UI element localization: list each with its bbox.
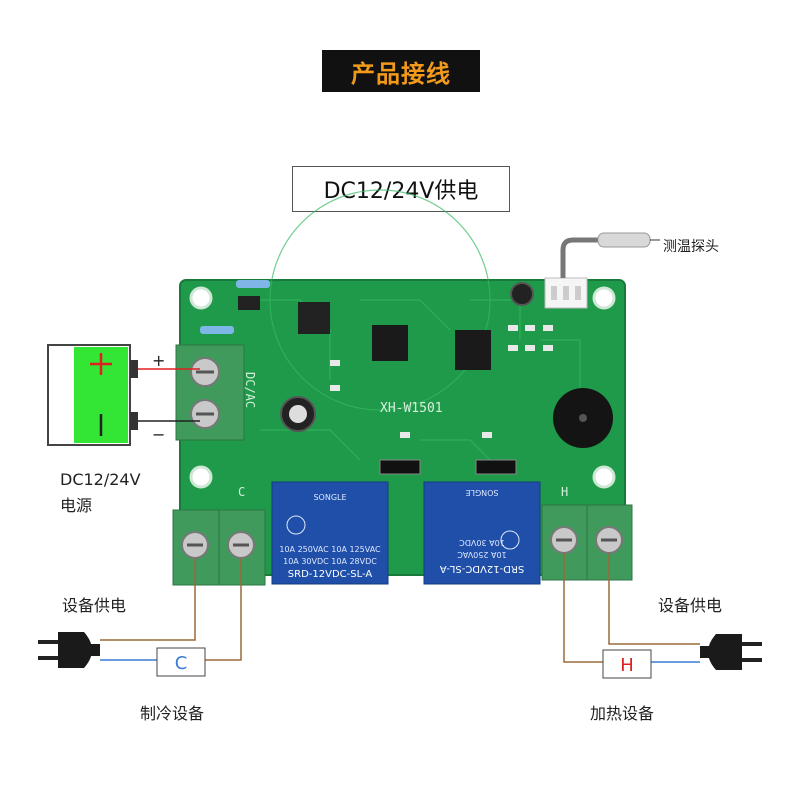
- heating-device-label: 加热设备: [590, 704, 655, 723]
- relay-right-line1: SRD-12VDC-SL-A: [440, 563, 525, 574]
- page-title: 产品接线: [322, 50, 480, 92]
- relay-heating: SRD-12VDC-SL-A 10A 250VAC 10A 30VDC SONG…: [423, 481, 541, 585]
- right-plug-icon: [700, 634, 762, 670]
- cooling-device-label: 制冷设备: [140, 704, 205, 723]
- battery-plus-text: +: [152, 351, 165, 370]
- probe-label: 测温探头: [663, 239, 719, 255]
- relay-left-line3: 10A 30VDC 10A 28VDC: [283, 557, 377, 566]
- left-plug-icon: [38, 632, 100, 668]
- board-port-h-text: H: [561, 485, 568, 499]
- relay-left-line2: 10A 250VAC 10A 125VAC: [279, 545, 381, 554]
- battery-icon: + −: [47, 344, 200, 446]
- heating-wiring: [563, 553, 700, 663]
- power-terminal-block: [175, 344, 245, 441]
- battery-minus-text: −: [152, 425, 165, 444]
- cooling-terminal-block: [172, 509, 266, 586]
- relay-right-line2: 10A 250VAC: [457, 550, 507, 559]
- board-dcac-text: DC/AC: [243, 372, 257, 408]
- left-power-label: 设备供电: [62, 596, 127, 615]
- temperature-probe: [597, 232, 660, 248]
- power-source-label-line1: DC12/24V: [60, 470, 141, 489]
- relay-left-line1: SONGLE: [313, 493, 346, 502]
- cooling-c-letter: C: [175, 653, 188, 674]
- relay-left-line4: SRD-12VDC-SL-A: [288, 569, 373, 580]
- heating-h-box: H: [602, 649, 652, 679]
- right-power-label: 设备供电: [658, 596, 723, 615]
- board-model-text: XH-W1501: [380, 401, 443, 416]
- board-port-c-text: C: [238, 485, 245, 499]
- probe-connector: [544, 237, 600, 309]
- power-source-label-line2: 电源: [60, 496, 93, 515]
- relay-right-line3: 10A 30VDC: [459, 538, 505, 547]
- relay-right-line4: SONGLE: [465, 488, 498, 497]
- cooling-wiring: [100, 558, 242, 661]
- cooling-c-box: C: [156, 647, 206, 677]
- heating-terminal-block: [541, 504, 633, 581]
- power-note: DC12/24V供电: [292, 166, 510, 212]
- heating-h-letter: H: [620, 655, 634, 676]
- relay-cooling: SONGLE 10A 250VAC 10A 125VAC 10A 30VDC 1…: [271, 481, 389, 585]
